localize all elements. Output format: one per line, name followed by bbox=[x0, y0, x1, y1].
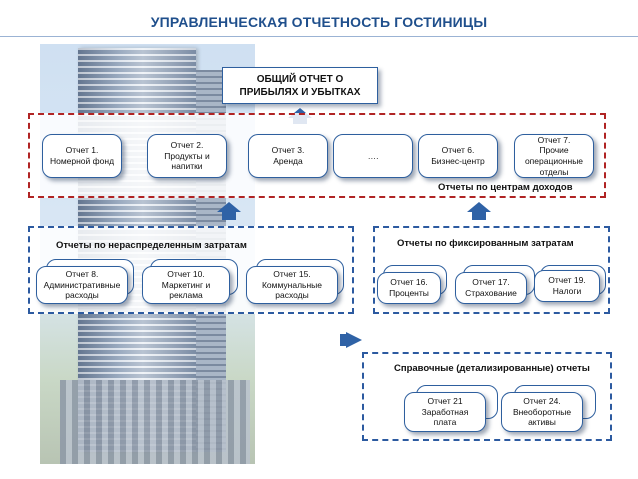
report-marketing-box: Отчет 10. Маркетинг и реклама bbox=[142, 266, 230, 304]
report-ellipsis-box: …. bbox=[333, 134, 413, 178]
arrow-up-icon bbox=[467, 202, 491, 212]
hotel-podium-image bbox=[60, 380, 250, 464]
title-divider bbox=[0, 36, 638, 37]
report-utilities-box: Отчет 15. Коммунальные расходы bbox=[246, 266, 338, 304]
report-admin-expenses-box: Отчет 8. Административные расходы bbox=[36, 266, 128, 304]
fixed-costs-label: Отчеты по фиксированным затратам bbox=[397, 238, 574, 249]
report-food-beverage-box: Отчет 2. Продукты и напитки bbox=[147, 134, 227, 178]
report-noncurrent-assets-box: Отчет 24. Внеоборотные активы bbox=[501, 392, 583, 432]
arrow-up-icon bbox=[217, 202, 241, 212]
arrow-shaft-allocated bbox=[222, 212, 236, 220]
allocated-costs-label: Отчеты по нераспределенным затратам bbox=[56, 240, 247, 251]
report-insurance-box: Отчет 17. Страхование bbox=[455, 272, 527, 304]
arrow-shaft-fixed bbox=[472, 212, 486, 220]
report-business-center-box: Отчет 6. Бизнес-центр bbox=[418, 134, 498, 178]
arrow-shaft-reference bbox=[340, 334, 348, 346]
report-rent-box: Отчет 3. Аренда bbox=[248, 134, 328, 178]
arrow-right-icon bbox=[346, 332, 362, 348]
report-rooms-box: Отчет 1. Номерной фонд bbox=[42, 134, 122, 178]
report-taxes-box: Отчет 19. Налоги bbox=[534, 270, 600, 302]
report-other-departments-box: Отчет 7. Прочие операционные отделы bbox=[514, 134, 594, 178]
main-report-box: ОБЩИЙ ОТЧЕТ О ПРИБЫЛЯХ И УБЫТКАХ bbox=[222, 67, 378, 104]
page-title: УПРАВЛЕНЧЕСКАЯ ОТЧЕТНОСТЬ ГОСТИНИЦЫ bbox=[150, 14, 488, 30]
report-salary-box: Отчет 21 Заработная плата bbox=[404, 392, 486, 432]
revenue-centers-label: Отчеты по центрам доходов bbox=[438, 182, 573, 193]
reference-reports-label: Справочные (детализированные) отчеты bbox=[394, 363, 590, 374]
report-interest-box: Отчет 16. Проценты bbox=[377, 272, 441, 304]
